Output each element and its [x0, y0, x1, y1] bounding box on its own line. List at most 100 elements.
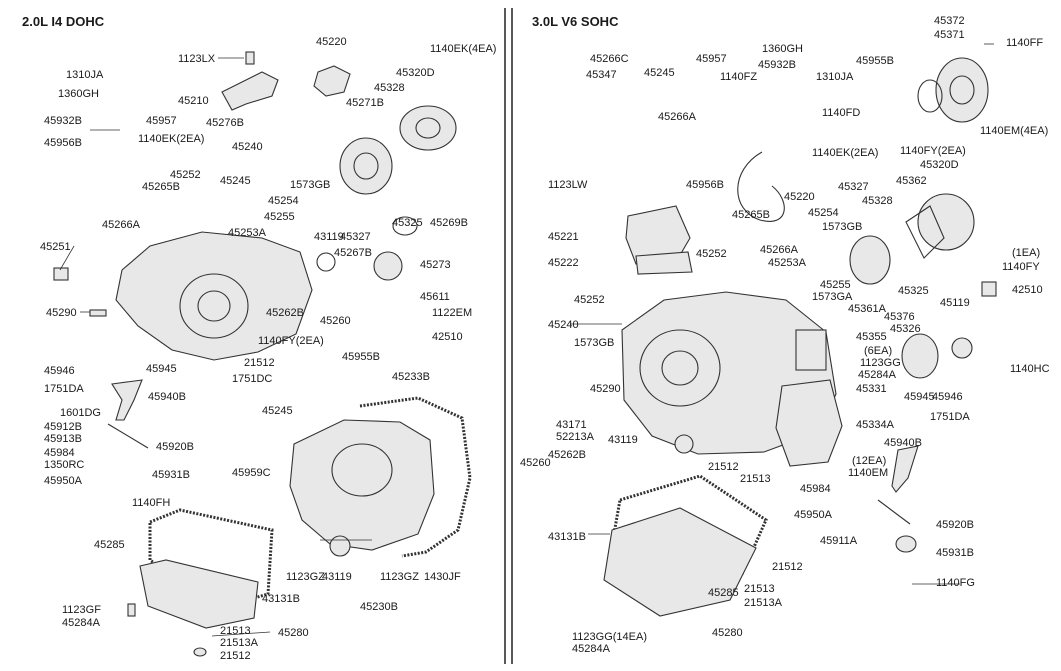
left-label-68: 21512 [220, 650, 251, 662]
right-label-76: 21513A [744, 597, 783, 609]
left-label-23: 45253A [228, 227, 267, 239]
right-label-30: 45253A [768, 257, 807, 269]
left-label-35: 42510 [432, 331, 463, 343]
right-label-44: 45355 [856, 331, 887, 343]
left-label-51: 1350RC [44, 459, 84, 471]
seal-43119-right [674, 434, 694, 454]
bracket-45931b [895, 535, 917, 553]
right-label-49: 1140HC [1010, 363, 1050, 375]
right-label-1: 45371 [934, 29, 965, 41]
right-label-51: 45331 [856, 383, 887, 395]
left-label-39: 45946 [44, 365, 75, 377]
left-label-33: 45262B [266, 307, 304, 319]
left-label-60: 1430JF [424, 571, 461, 583]
right-label-18: 1123LW [548, 179, 588, 191]
rod-part [107, 423, 149, 449]
right-label-61: 45262B [548, 449, 586, 461]
right-label-19: 45956B [686, 179, 724, 191]
left-label-5: 45210 [178, 95, 209, 107]
right-label-37: 1573GA [812, 291, 853, 303]
left-label-27: 45251 [40, 241, 71, 253]
right-label-57: 1751DA [930, 411, 970, 423]
leader-lines [59, 43, 994, 637]
right-label-64: 21512 [708, 461, 739, 473]
left-label-3: 1310JA [66, 69, 104, 81]
left-label-8: 45271B [346, 97, 384, 109]
left-label-46: 1601DG [60, 407, 101, 419]
bracket-part [221, 71, 279, 111]
left-label-24: 43119 [314, 231, 344, 243]
left-label-53: 45950A [44, 475, 83, 487]
right-label-66: 45984 [800, 483, 831, 495]
drum-part [339, 137, 393, 195]
right-label-22: 45220 [784, 191, 815, 203]
right-label-38: 45252 [574, 294, 605, 306]
right-label-56: 45334A [856, 419, 895, 431]
right-label-5: 45245 [644, 67, 675, 79]
left-label-32: 1122EM [432, 307, 472, 319]
right-label-45: 45326 [890, 323, 921, 335]
right-label-9: 1140FZ [720, 71, 757, 83]
right-label-2: 1140FF [1006, 37, 1043, 49]
left-panel-parts [53, 51, 472, 657]
right-label-43: 1573GB [574, 337, 614, 349]
right-label-11: 1310JA [816, 71, 854, 83]
left-label-43: 45940B [148, 391, 186, 403]
right-label-20: 45327 [838, 181, 869, 193]
right-label-31: (1EA) [1012, 247, 1040, 259]
right-label-58: 43119 [608, 434, 638, 446]
right-label-52: 45945 [904, 391, 935, 403]
left-label-12: 45956B [44, 137, 82, 149]
left-label-15: 45252 [170, 169, 201, 181]
lever-part [111, 379, 143, 421]
right-label-72: 1140FG [936, 577, 975, 589]
side-cover [775, 379, 843, 467]
left-label-21: 45325 [392, 217, 423, 229]
left-label-4: 1360GH [58, 88, 99, 100]
left-part-labels: 1123LX452201140EK(4EA)1310JA1360GH452104… [40, 36, 496, 662]
right-label-59: 45940B [884, 437, 922, 449]
oil-pan-right [603, 507, 757, 617]
right-label-77: 1123GG(14EA) [572, 631, 647, 643]
right-label-36: 42510 [1012, 284, 1043, 296]
right-label-41: 45240 [548, 319, 579, 331]
left-label-6: 45320D [396, 67, 435, 79]
seal-ring [316, 252, 336, 272]
left-label-29: 45273 [420, 259, 451, 271]
right-label-65: 21513 [740, 473, 771, 485]
right-label-73: 21512 [772, 561, 803, 573]
right-label-68: 45950A [794, 509, 833, 521]
right-label-15: 1140EK(2EA) [812, 147, 878, 159]
left-label-62: 45230B [360, 601, 398, 613]
left-label-9: 45932B [44, 115, 82, 127]
right-label-71: 45931B [936, 547, 974, 559]
left-label-17: 1573GB [290, 179, 330, 191]
lever-right [891, 445, 919, 493]
right-panel-parts [603, 57, 997, 617]
right-label-62: (12EA) [852, 455, 886, 467]
right-label-75: 21513 [744, 583, 775, 595]
left-label-55: 1140FH [132, 497, 170, 509]
left-label-49: 45920B [156, 441, 194, 453]
oil-pan [139, 559, 259, 629]
bolt-part [245, 51, 255, 65]
gasket-right [905, 205, 945, 259]
housing-gasket [359, 396, 472, 558]
right-label-39: 45361A [848, 303, 887, 315]
right-label-74: 45285 [708, 587, 739, 599]
left-label-50: 45984 [44, 447, 75, 459]
right-label-17: 45320D [920, 159, 959, 171]
left-label-58: 43119 [322, 571, 352, 583]
left-label-61: 43131B [262, 593, 300, 605]
left-label-44: 45233B [392, 371, 430, 383]
right-label-3: 45266C [590, 53, 629, 65]
right-label-55: 52213A [556, 431, 595, 443]
pan-gasket [148, 508, 274, 610]
left-label-54: 45959C [232, 467, 271, 479]
left-label-13: 1140EK(2EA) [138, 133, 204, 145]
left-label-7: 45328 [374, 82, 405, 94]
left-label-42: 1751DA [44, 383, 84, 395]
left-label-0: 1123LX [178, 53, 216, 65]
right-label-29: 45266A [760, 244, 799, 256]
